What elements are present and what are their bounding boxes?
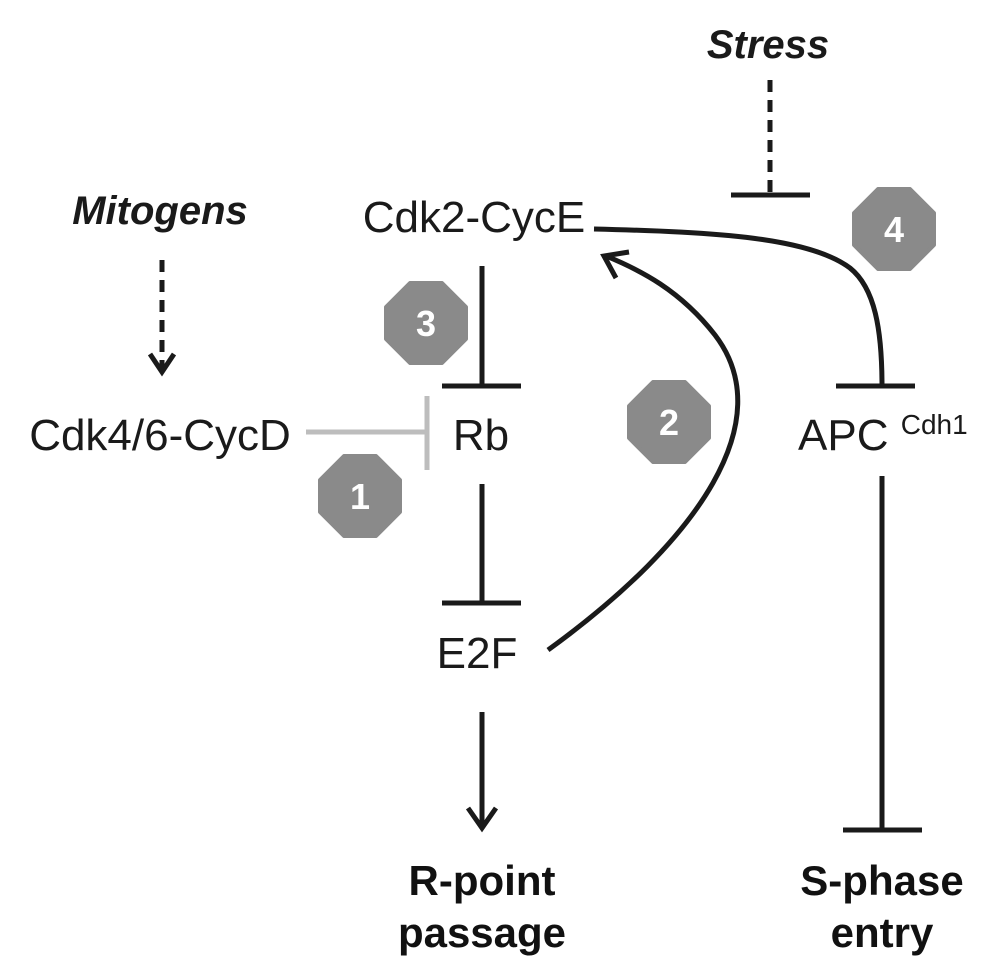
edge-cdk46-inhibits-rb [306, 396, 430, 470]
cdk2-cyce-label: Cdk2-CycE [363, 193, 586, 242]
apc-base-text: APC [798, 411, 888, 460]
apc-superscript-text: Cdh1 [901, 409, 968, 440]
r-point-passage-label-line1: R-point [409, 857, 556, 904]
cdk46-cycd-label: Cdk4/6-CycD [29, 411, 291, 460]
edge-cdk2-inhibits-apc [593, 226, 915, 389]
s-phase-entry-label-line1: S-phase [800, 857, 963, 904]
rb-label: Rb [453, 411, 509, 460]
badge-2: 2 [627, 380, 711, 464]
badge-4-text: 4 [884, 209, 904, 250]
badge-4: 4 [852, 187, 936, 271]
edge-apc-inhibits-s-phase [843, 476, 922, 833]
edge-rb-inhibits-e2f [442, 484, 521, 606]
r-point-passage-label-line2: passage [398, 909, 566, 956]
edge-e2f-to-r-point [465, 712, 499, 833]
badge-1: 1 [318, 454, 402, 538]
e2f-label: E2F [437, 629, 518, 678]
edge-stress-inhibits-cdk2 [731, 80, 810, 198]
stress-label: Stress [707, 23, 829, 67]
badge-3: 3 [384, 281, 468, 365]
s-phase-entry-label-line2: entry [831, 909, 934, 956]
badge-2-text: 2 [659, 402, 679, 443]
badge-3-text: 3 [416, 303, 436, 344]
edge-cdk2-inhibits-rb [442, 266, 521, 389]
mitogens-label: Mitogens [72, 189, 248, 233]
badge-1-text: 1 [350, 476, 370, 517]
edge-e2f-activates-cdk2 [546, 249, 741, 653]
edge-mitogens-to-cdk46 [147, 260, 177, 377]
apc-cdh1-label: APC Cdh1 [798, 409, 968, 460]
